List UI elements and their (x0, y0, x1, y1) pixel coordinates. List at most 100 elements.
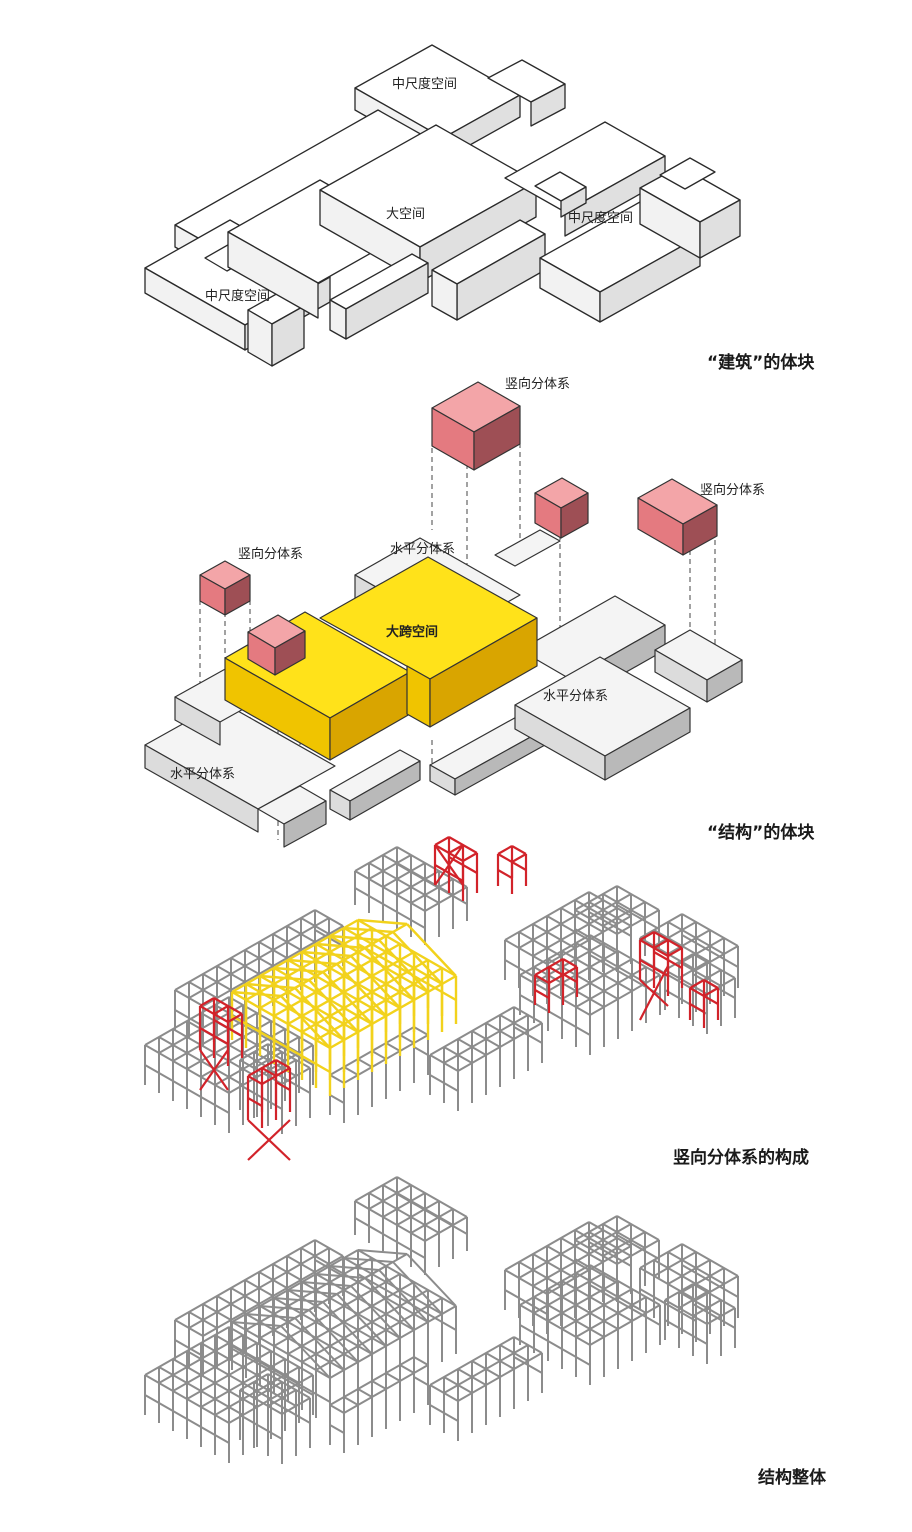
frame-member (589, 1264, 661, 1306)
frame-member (504, 891, 590, 941)
panel-vertical-subsystem-composition: 竖向分体系的构成 (144, 836, 809, 1168)
frame-member (497, 853, 513, 863)
frame-member (429, 1404, 459, 1422)
frame-member (548, 966, 564, 976)
frame-member (396, 1193, 468, 1235)
label-horizontal-subsystem-1: 水平分体系 (390, 542, 455, 557)
frame-member (287, 958, 387, 1018)
frame-member (703, 987, 719, 997)
frame-member (434, 844, 464, 886)
frame-member (511, 845, 527, 855)
frame-member (357, 918, 457, 978)
frame-member (315, 942, 415, 1002)
frame-member (357, 1388, 373, 1398)
frame-member (575, 1272, 647, 1314)
frame-member (202, 1255, 344, 1337)
large-span-volume (224, 556, 538, 761)
frame-member (519, 1324, 591, 1366)
frame-member (378, 1269, 429, 1323)
frame-member (443, 1344, 529, 1394)
frame-member (231, 1249, 359, 1323)
frame-member (301, 1281, 401, 1339)
frame-member (144, 1064, 230, 1114)
frame-member (533, 1296, 605, 1338)
frame-member (357, 942, 457, 1002)
frame-member (547, 958, 619, 1000)
frame-member (329, 934, 429, 994)
frame-member (574, 1229, 618, 1255)
frame-member (703, 979, 719, 989)
frame-member (410, 878, 454, 904)
frame-member (329, 1404, 345, 1414)
frame-member (315, 1273, 415, 1331)
frame-member (357, 1249, 408, 1255)
frame-member (273, 966, 373, 1026)
frame-member (588, 911, 632, 937)
frame-member (188, 917, 330, 999)
frame-member (231, 918, 359, 994)
frame-member (534, 974, 550, 984)
frame-member (413, 1046, 429, 1056)
frame-member (561, 950, 633, 992)
frame-member (639, 1288, 697, 1322)
frame-member (504, 1269, 548, 1295)
frame-member (616, 909, 660, 935)
frame-member (678, 961, 722, 987)
frame-member (371, 1050, 387, 1060)
frame-member (574, 1239, 618, 1265)
frame-member (664, 1319, 708, 1345)
frame-member (434, 836, 450, 846)
frame-member (681, 937, 725, 963)
frame-member (247, 1075, 263, 1085)
label-horizontal-subsystem-3: 水平分体系 (170, 767, 235, 782)
frame-member (457, 1022, 543, 1072)
frame-member (174, 1239, 316, 1321)
frame-member (200, 1358, 286, 1408)
frame-member (692, 1303, 736, 1329)
frame-member (399, 1364, 415, 1374)
frame-member (562, 958, 578, 968)
frame-member (329, 1265, 429, 1323)
frame-member (533, 966, 605, 1008)
frame-member (308, 1309, 359, 1363)
frame-member (616, 1239, 660, 1265)
frame-member (667, 929, 711, 955)
label-horizontal-subsystem-2: 水平分体系 (543, 689, 608, 704)
frame-member (667, 947, 683, 957)
caption-structure-massing: “结构”的体块 (707, 822, 815, 843)
label-large-space: 大空间 (386, 207, 425, 222)
vertical-subsystems (199, 381, 718, 676)
frame-member (231, 1321, 331, 1379)
frame-member (396, 1200, 440, 1226)
frame-member (706, 1307, 736, 1325)
structure-frame-overall (144, 1176, 739, 1464)
panel-overall-structure: 结构整体 (144, 1176, 827, 1488)
frame-member (703, 995, 719, 1005)
frame-member (245, 926, 373, 1002)
frame-member (533, 1272, 605, 1314)
frame-member (174, 1009, 204, 1027)
frame-member (574, 1215, 618, 1241)
frame-member (429, 1006, 515, 1056)
frame-member (561, 1280, 633, 1322)
frame-member (385, 1372, 401, 1382)
frame-member (681, 1264, 739, 1298)
frame-member (588, 901, 632, 927)
frame-member (518, 931, 562, 957)
frame-member (213, 1019, 243, 1037)
frame-member (413, 1026, 429, 1036)
frame-member (589, 1284, 661, 1326)
structure-frame-colored (144, 836, 739, 1161)
frame-member (664, 1299, 708, 1325)
frame-member (504, 1221, 590, 1271)
frame-member (396, 1176, 468, 1218)
frame-member (350, 1285, 401, 1339)
label-medium-space-top: 中尺度空间 (392, 76, 457, 92)
frame-member (227, 1013, 243, 1023)
frame-member (574, 885, 618, 911)
frame-member (546, 915, 590, 941)
frame-member (519, 1264, 591, 1306)
frame-member (574, 909, 618, 935)
frame-member (382, 1192, 426, 1218)
